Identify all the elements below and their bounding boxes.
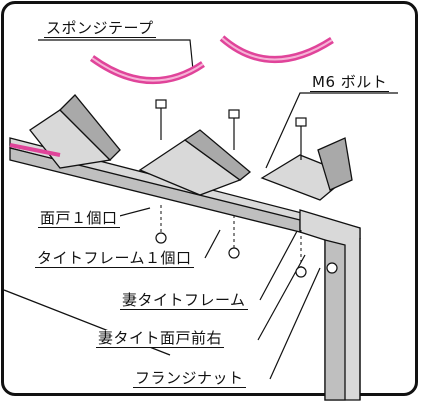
bolts: [155, 99, 307, 160]
leader-sponge-tape: [38, 39, 194, 71]
sponge-tape-right-highlight: [221, 37, 333, 61]
bolt-head-2: [228, 109, 240, 119]
bolt-head-3: [295, 117, 307, 127]
label-mendo-1koguchi: 面戸１個口: [38, 209, 120, 228]
flange-nuts: [155, 232, 338, 278]
label-flange-nut: フランジナット: [133, 369, 246, 388]
leader-tight-frame: [204, 229, 221, 259]
leader-m6-bolt: [265, 92, 398, 169]
mid-bracket-shade: [183, 129, 252, 181]
bolt-head-1: [155, 99, 167, 109]
left-bracket-shade: [59, 94, 121, 161]
leader-tsuma-frame: [259, 219, 304, 301]
sponge-tape-edge: [9, 143, 61, 157]
label-tight-frame-1koguchi: タイトフレーム１個口: [35, 249, 194, 268]
sponge-tape-left-highlight: [91, 57, 204, 82]
label-tsuma-tight-mendo-maemigi: 妻タイト面戸前右: [96, 329, 225, 348]
label-sponge-tape: スポンジテープ: [44, 19, 156, 38]
nut-guides: [160, 205, 302, 270]
label-tsuma-tight-frame: 妻タイトフレーム: [120, 291, 248, 310]
gable-frame-side: [324, 239, 346, 401]
leader-flange-nut: [269, 267, 321, 380]
label-m6-bolt: M6 ボルト: [310, 73, 390, 92]
roof-frame: [9, 94, 361, 401]
right-end-block: [317, 137, 353, 191]
